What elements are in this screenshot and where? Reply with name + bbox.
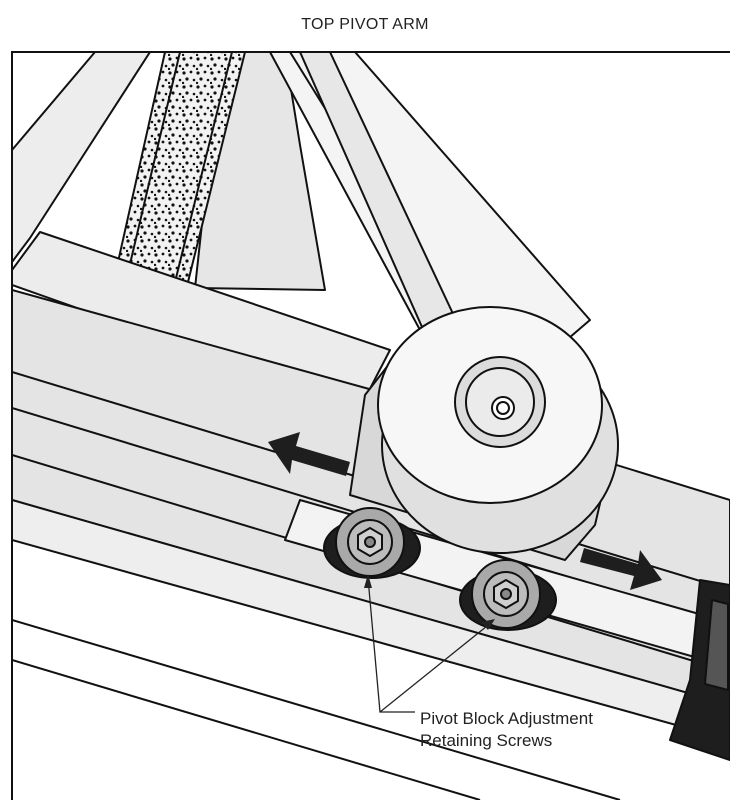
retaining-screw-left <box>323 507 421 579</box>
arrow-right-icon <box>580 548 662 590</box>
lower-channel-face <box>12 499 730 741</box>
top-rail <box>12 231 391 409</box>
upper-frame-beam <box>12 52 151 263</box>
page-title: TOP PIVOT ARM <box>301 16 429 33</box>
arrow-left-icon <box>268 432 350 476</box>
callout-label: Pivot Block Adjustment Retaining Screws <box>420 708 593 752</box>
callout-leaders <box>364 574 495 713</box>
callout-line-1: Pivot Block Adjustment <box>420 709 593 728</box>
callout-line-2: Retaining Screws <box>420 731 553 750</box>
retaining-screw-right <box>459 559 557 631</box>
